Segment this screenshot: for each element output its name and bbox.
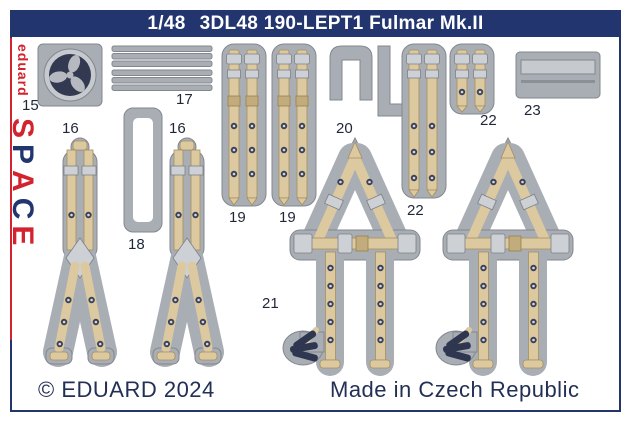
space-logo: SPACE xyxy=(6,118,39,344)
part-label-21: 21 xyxy=(262,295,279,312)
part-21-harness-a xyxy=(282,136,421,376)
title-product: 3DL48 190-LEPT1 Fulmar Mk.II xyxy=(199,12,484,34)
space-letter: P xyxy=(6,144,39,171)
part-22-belts-b xyxy=(449,43,495,115)
part-15-spinner-plate xyxy=(37,43,103,107)
made-in-text: Made in Czech Republic xyxy=(330,377,580,402)
copyright-text: © EDUARD 2024 xyxy=(38,377,215,402)
red-edge-line xyxy=(10,38,12,340)
part-17-strips xyxy=(111,45,213,91)
part-16-harness-b xyxy=(153,138,221,364)
part-label-18: 18 xyxy=(128,236,145,253)
space-letter: A xyxy=(6,170,39,198)
part-19-belts-a xyxy=(221,43,267,207)
space-letter: E xyxy=(6,225,39,252)
part-label-19b: 19 xyxy=(279,209,296,226)
part-label-23: 23 xyxy=(524,102,541,119)
part-label-17: 17 xyxy=(176,91,193,108)
part-label-22b: 22 xyxy=(480,112,497,129)
part-label-19a: 19 xyxy=(229,209,246,226)
part-label-20: 20 xyxy=(336,120,353,137)
title-bar: 1/48 3DL48 190-LEPT1 Fulmar Mk.II xyxy=(10,10,621,37)
part-23-plate xyxy=(515,51,601,99)
part-20-brackets xyxy=(329,45,403,117)
space-letter: S xyxy=(6,118,39,145)
eduard-logo: eduard xyxy=(15,44,31,97)
part-22-belts-a xyxy=(401,43,447,199)
part-label-16b: 16 xyxy=(169,120,186,137)
part-label-15: 15 xyxy=(22,97,39,114)
part-16-harness-a xyxy=(43,137,117,367)
part-label-22a: 22 xyxy=(407,202,424,219)
part-19-belts-b xyxy=(272,44,316,206)
title-scale: 1/48 xyxy=(147,12,186,34)
part-21-harness-b xyxy=(436,138,573,368)
space-letter: C xyxy=(6,197,39,226)
part-18-frame xyxy=(123,107,163,233)
part-label-16a: 16 xyxy=(62,120,79,137)
